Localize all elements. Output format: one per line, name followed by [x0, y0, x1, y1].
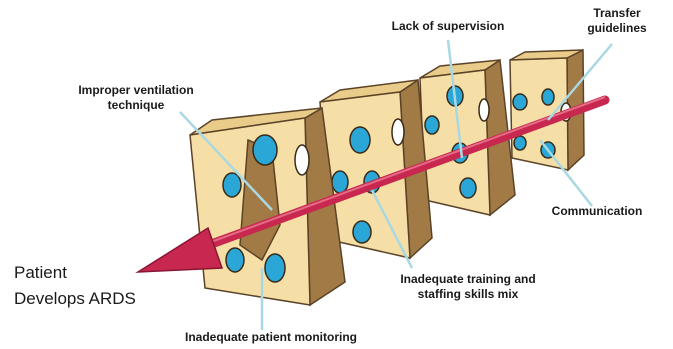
slice-3-hole: [425, 116, 439, 134]
slice-2-hole: [353, 221, 371, 243]
slice-4-hole: [514, 136, 526, 150]
arrow-head: [138, 228, 222, 272]
label-communication: Communication: [532, 204, 662, 219]
slice-1-hole: [265, 254, 285, 282]
slice-4-hole: [542, 89, 554, 105]
slice-3-hole: [479, 99, 489, 121]
label-inadequate-monitoring: Inadequate patient monitoring: [146, 330, 396, 345]
slice-4-hole: [513, 94, 527, 110]
outcome-line-2: Develops ARDS: [14, 288, 136, 310]
slice-1-hole: [223, 173, 241, 197]
slice-1-hole: [295, 145, 309, 175]
slice-1-hole: [253, 135, 277, 165]
slice-3-hole: [460, 178, 476, 198]
slice-1-hole: [226, 248, 244, 272]
label-transfer-guidelines: Transfer guidelines: [572, 6, 662, 36]
outcome-line-1: Patient: [14, 262, 67, 284]
label-lack-of-supervision: Lack of supervision: [362, 19, 534, 34]
slice-2-hole: [392, 119, 404, 145]
slice-2-hole: [350, 127, 370, 153]
label-improper-ventilation: Improper ventilation technique: [56, 83, 216, 113]
slice-2-hole: [332, 171, 348, 193]
label-inadequate-training: Inadequate training and staffing skills …: [378, 272, 558, 302]
